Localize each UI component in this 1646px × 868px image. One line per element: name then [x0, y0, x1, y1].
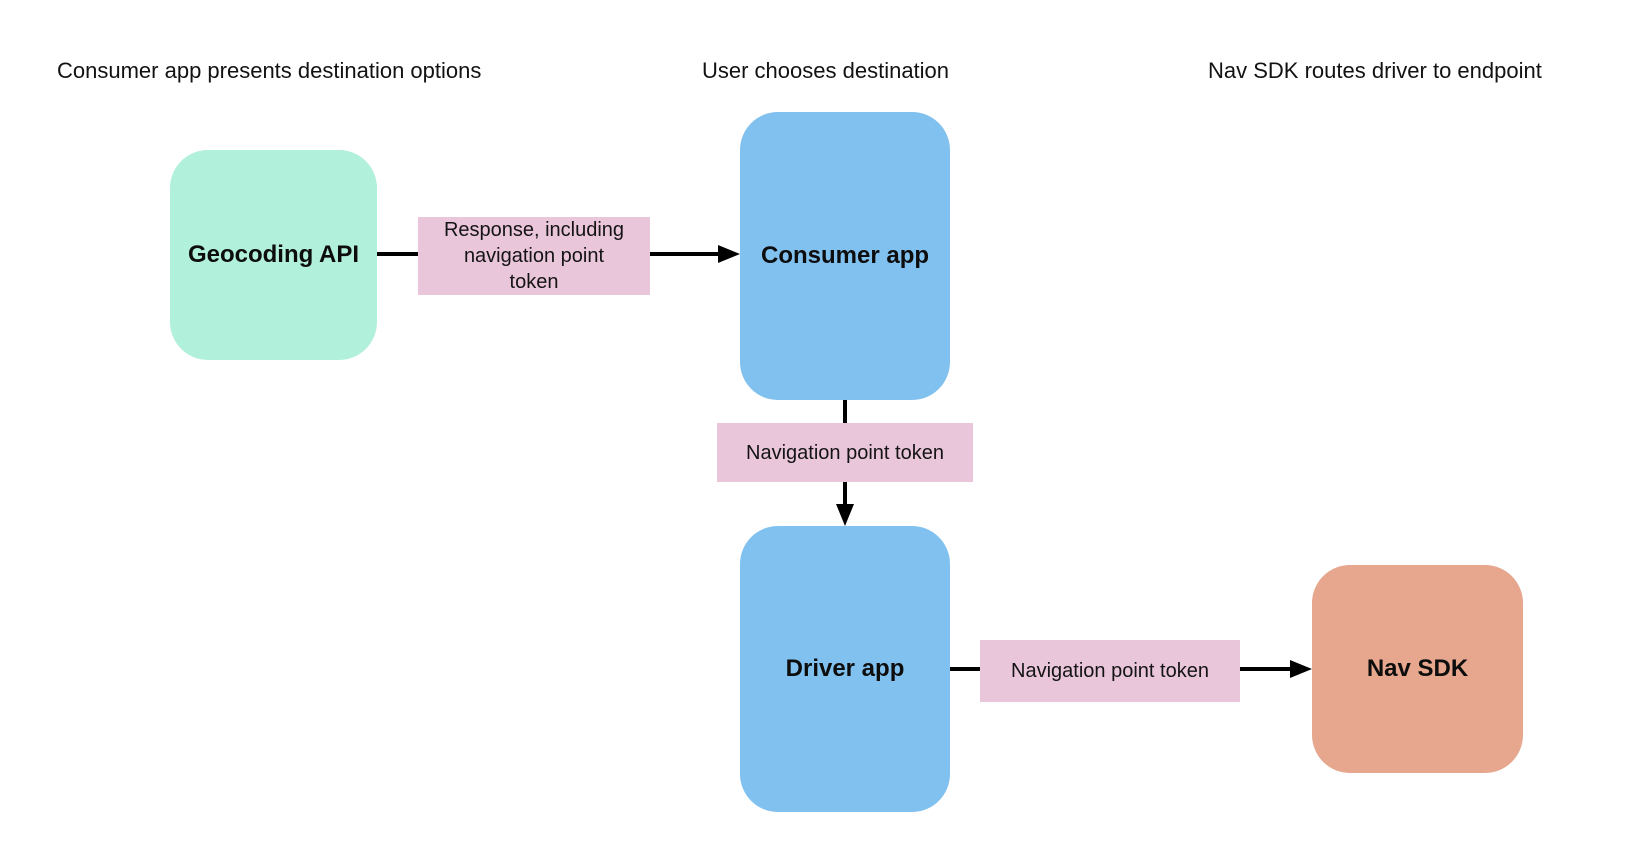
stage-header-user-chooses: User chooses destination — [702, 58, 950, 83]
node-label: Driver app — [785, 655, 905, 682]
node-label: Nav SDK — [1366, 655, 1469, 682]
edge-label-text: Navigation point token — [746, 441, 944, 464]
edge-label-response-token: Response, including navigation point tok… — [418, 217, 650, 295]
arrowhead-down-icon — [836, 504, 854, 526]
edge-label-text: Navigation point token — [1011, 660, 1209, 682]
stage-header-navsdk-routes: Nav SDK routes driver to endpoint — [1208, 58, 1542, 83]
arrowhead-right-icon — [718, 245, 740, 263]
stage-header-consumer-presents: Consumer app presents destination option… — [57, 58, 482, 83]
node-driver-app: Driver app — [740, 526, 950, 812]
node-consumer-app: Consumer app — [740, 112, 950, 400]
edge-label-text: Response, including navigation point tok… — [443, 219, 625, 293]
edge-label-navigation-point-token-1: Navigation point token — [717, 423, 973, 482]
arrowhead-right-icon — [1290, 660, 1312, 678]
node-geocoding-api: Geocoding API — [170, 150, 377, 360]
node-label: Geocoding API — [187, 241, 360, 268]
edge-label-navigation-point-token-2: Navigation point token — [980, 640, 1240, 702]
node-label: Consumer app — [760, 242, 930, 269]
node-nav-sdk: Nav SDK — [1312, 565, 1523, 773]
